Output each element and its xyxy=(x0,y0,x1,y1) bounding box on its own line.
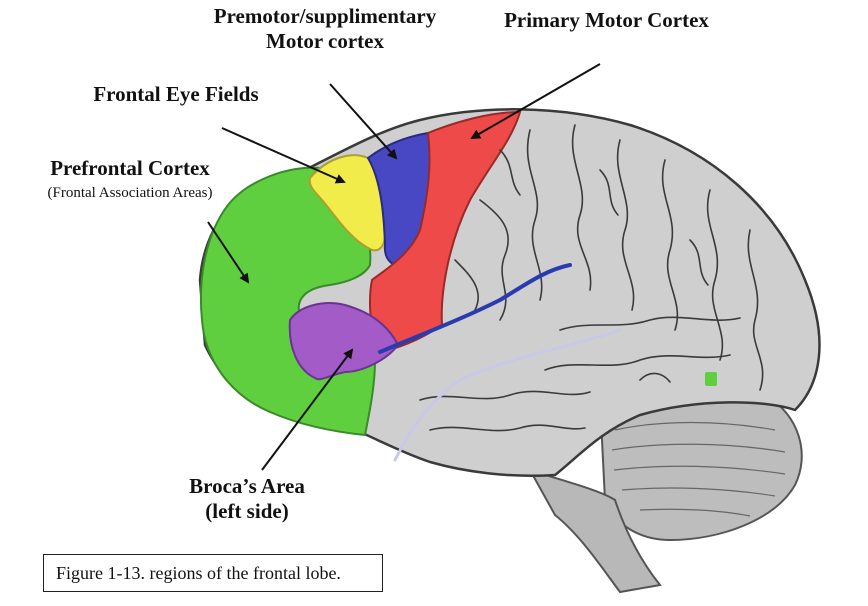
brocas-area-label-line1: Broca’s Area xyxy=(172,474,322,499)
brocas-area-label-line2: (left side) xyxy=(172,499,322,524)
prefrontal-label: Prefrontal Cortex (Frontal Association A… xyxy=(14,156,246,206)
frontal-eye-fields-label: Frontal Eye Fields xyxy=(76,82,276,107)
prefrontal-label-title: Prefrontal Cortex xyxy=(14,156,246,181)
premotor-label-line2: Motor cortex xyxy=(190,29,460,54)
primary-motor-label: Primary Motor Cortex xyxy=(484,8,729,33)
prefrontal-label-subtitle: (Frontal Association Areas) xyxy=(14,181,246,206)
premotor-label: Premotor/supplimentary Motor cortex xyxy=(190,4,460,54)
green-marker-spot xyxy=(705,372,717,386)
figure-caption: Figure 1-13. regions of the frontal lobe… xyxy=(43,554,383,592)
premotor-label-line1: Premotor/supplimentary xyxy=(190,4,460,29)
brocas-area-label: Broca’s Area (left side) xyxy=(172,474,322,524)
